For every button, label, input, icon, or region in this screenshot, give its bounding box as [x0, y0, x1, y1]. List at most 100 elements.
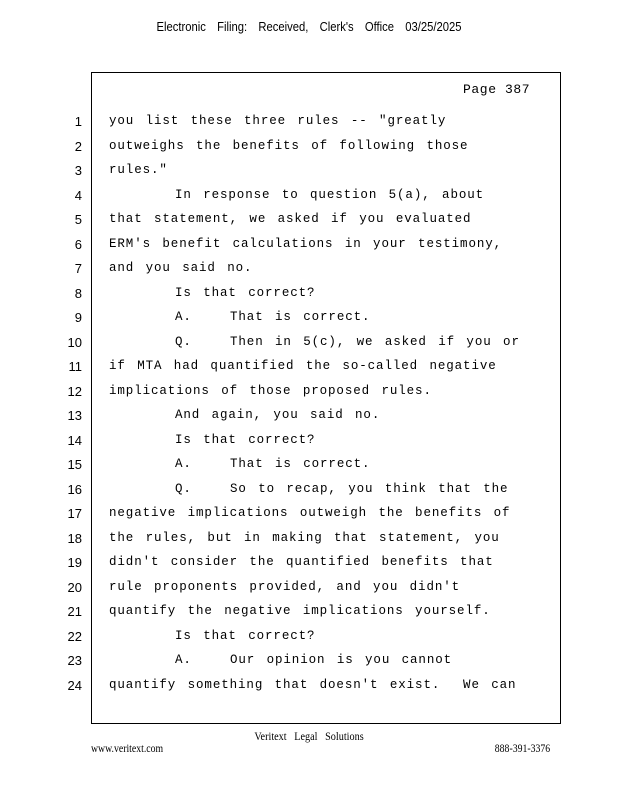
transcript-line: 13 And again, you said no.	[0, 406, 618, 431]
line-text-container: if MTA had quantified the so-called nega…	[109, 359, 497, 373]
line-text-container: quantify something that doesn't exist. W…	[109, 678, 516, 692]
line-text: In response to question 5(a), about	[175, 187, 485, 202]
line-text-container: you list these three rules -- "greatly	[109, 114, 446, 128]
transcript-line: 8 Is that correct?	[0, 284, 618, 309]
line-text: Our opinion is you cannot	[230, 653, 453, 667]
line-number: 23	[67, 653, 82, 668]
line-text: negative implications outweigh the benef…	[109, 506, 511, 520]
line-text-container: A. That is correct.	[175, 310, 370, 324]
line-text-container: negative implications outweigh the benef…	[109, 506, 510, 520]
line-number: 8	[74, 285, 82, 301]
line-text: So to recap, you think that the	[230, 481, 509, 496]
line-text: didn't consider the quantified benefits …	[109, 555, 494, 569]
line-text: if MTA had quantified the so-called nega…	[109, 359, 497, 373]
speaker-label: Q.	[175, 334, 192, 349]
speaker-label: A.	[175, 653, 192, 667]
speaker-label: A.	[175, 457, 192, 471]
transcript-line: 9 A. That is correct.	[0, 308, 618, 333]
transcript-line: 23 A. Our opinion is you cannot	[0, 651, 618, 676]
line-text-container: rules."	[109, 163, 168, 177]
transcript-line: 24 quantify something that doesn't exist.…	[0, 676, 618, 701]
line-text-container: Is that correct?	[175, 286, 315, 300]
line-number: 12	[67, 383, 82, 399]
line-number: 13	[67, 408, 82, 423]
line-text-container: that statement, we asked if you evaluate…	[109, 212, 471, 226]
transcript-line: 10 Q.Then in 5(c), we asked if you or	[0, 333, 618, 358]
speaker-label: A.	[175, 310, 192, 324]
line-text: and you said no.	[109, 261, 253, 275]
line-text: That is correct.	[230, 457, 371, 471]
line-text-container: quantify the negative implications yours…	[109, 604, 491, 618]
line-text: rule proponents provided, and you didn't	[109, 579, 461, 594]
footer-website: www.veritext.com	[91, 743, 164, 755]
line-text: Is that correct?	[175, 628, 316, 643]
line-number: 3	[74, 163, 82, 178]
transcript-line: 4 In response to question 5(a), about	[0, 186, 618, 211]
transcript-line: 18 the rules, but in making that statemen…	[0, 529, 618, 554]
line-text: implications of those proposed rules.	[109, 383, 432, 398]
transcript-line: 21 quantify the negative implications you…	[0, 602, 618, 627]
line-text-container: Q.Then in 5(c), we asked if you or	[175, 335, 520, 349]
line-text-container: Is that correct?	[175, 629, 315, 643]
line-text: quantify the negative implications yours…	[109, 604, 491, 618]
line-text-container: and you said no.	[109, 261, 252, 275]
transcript-line: 19 didn't consider the quantified benefit…	[0, 553, 618, 578]
filing-stamp-header: Electronic Filing: Received, Clerk's Off…	[156, 20, 462, 34]
transcript-line: 17 negative implications outweigh the ben…	[0, 504, 618, 529]
transcript-line: 7 and you said no.	[0, 259, 618, 284]
line-text-container: And again, you said no.	[175, 408, 380, 422]
line-number: 16	[67, 481, 82, 497]
line-number: 11	[68, 359, 83, 374]
line-text: quantify something that doesn't exist. W…	[109, 677, 517, 692]
line-text: That is correct.	[230, 310, 371, 324]
footer-company: Veritext Legal Solutions	[254, 729, 364, 743]
line-number: 1	[74, 114, 82, 129]
line-text: Is that correct?	[175, 285, 316, 300]
line-number: 24	[67, 677, 82, 693]
line-text: outweighs the benefits of following thos…	[109, 138, 469, 153]
transcript-line: 16 Q. So to recap, you think that the	[0, 480, 618, 505]
line-number: 18	[67, 530, 82, 546]
line-number: 9	[74, 310, 82, 325]
line-text-container: A. That is correct.	[175, 457, 370, 471]
line-number: 21	[67, 604, 82, 619]
line-text: rules."	[109, 163, 168, 177]
line-text: Is that correct?	[175, 432, 316, 447]
transcript-line: 22 Is that correct?	[0, 627, 618, 652]
line-text: that statement, we asked if you evaluate…	[109, 212, 472, 226]
line-number: 19	[67, 555, 82, 570]
transcript-line: 1 you list these three rules -- "greatly	[0, 112, 618, 137]
line-number: 4	[74, 187, 82, 203]
line-number: 15	[67, 457, 82, 472]
line-text-container: Is that correct?	[175, 433, 315, 447]
transcript-line: 12 implications of those proposed rules.	[0, 382, 618, 407]
line-number: 7	[74, 261, 82, 276]
page-number: Page 387	[463, 82, 531, 97]
line-number: 20	[67, 579, 82, 595]
line-number: 14	[67, 432, 82, 448]
line-text: And again, you said no.	[175, 408, 381, 422]
transcript-line: 14 Is that correct?	[0, 431, 618, 456]
line-text-container: rule proponents provided, and you didn't	[109, 580, 460, 594]
line-text-container: didn't consider the quantified benefits …	[109, 555, 494, 569]
line-text-container: the rules, but in making that statement,…	[109, 531, 500, 545]
line-number: 2	[74, 138, 82, 154]
line-text-container: A. Our opinion is you cannot	[175, 653, 452, 667]
line-number: 10	[67, 334, 82, 350]
line-text-container: implications of those proposed rules.	[109, 384, 432, 398]
transcript-line: 11 if MTA had quantified the so-called ne…	[0, 357, 618, 382]
line-number: 6	[74, 236, 82, 252]
footer-phone: 888-391-3376	[494, 743, 550, 755]
transcript-page-border	[91, 72, 561, 724]
transcript-line: 20 rule proponents provided, and you didn…	[0, 578, 618, 603]
line-number: 17	[67, 506, 82, 521]
line-text-container: In response to question 5(a), about	[175, 188, 484, 202]
line-text-container: ERM's benefit calculations in your testi…	[109, 237, 502, 251]
line-text-container: outweighs the benefits of following thos…	[109, 139, 468, 153]
transcript-line: 3 rules."	[0, 161, 618, 186]
transcript-lines: 1 you list these three rules -- "greatly 2…	[0, 112, 618, 700]
line-text: ERM's benefit calculations in your testi…	[109, 236, 503, 251]
line-number: 22	[67, 628, 82, 644]
speaker-label: Q.	[175, 481, 192, 496]
